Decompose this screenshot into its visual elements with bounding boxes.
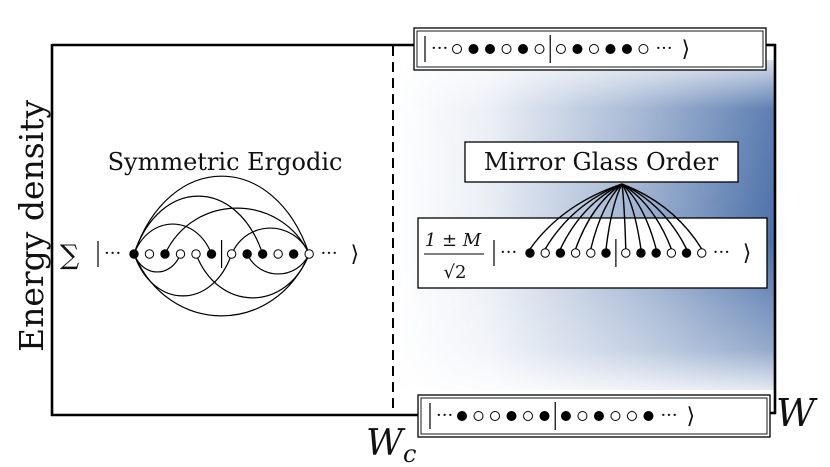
ergodic-site-left-4-open [191,249,201,259]
mirror-glass-fan-line-3 [574,183,623,250]
mirror-glass-fan-line-4 [590,183,623,250]
ergodic-site-right-4-filled [288,249,299,259]
ergodic-site-left-2-filled [160,249,170,259]
ergodic-arc-8 [133,253,182,273]
mirror-glass-site-right-5-open [697,248,707,258]
mirror-glass-site-left-5-filled [601,248,611,258]
mirror-glass-fan-line-1 [544,183,623,250]
ergodic-arc-4 [133,253,233,297]
top-state: ··· ··· ⟩ [413,27,767,71]
coef-numerator: 1 ± M [425,230,482,251]
x-axis-label: W [776,391,818,435]
bottom-state: ··· ··· ⟩ [417,394,771,438]
mirror-glass-fan-line-8 [621,183,657,250]
bottom-state-site-left-0-filled [457,411,467,421]
mirror-glass-site-right-2-filled [651,248,661,258]
top-state-site-right-2-open [588,44,599,54]
mirror-glass-fan-line-7 [621,183,642,250]
mirror-glass-fan-line-2 [559,183,623,250]
bottom-state-site-right-0-filled [560,411,571,421]
bottom-state-ket-close: ⟩ [686,404,695,429]
ergodic-ellipsis-left: ··· [104,243,121,264]
mirror-glass-fan-line-5 [605,183,623,250]
bottom-state-ellipsis-left: ··· [436,405,453,426]
mirror-glass-fan-line-6 [621,183,627,250]
mirror-glass-ellipsis-left: ··· [500,242,517,263]
top-state-site-left-1-filled [468,44,479,54]
ergodic-arc-0 [133,175,310,255]
mirror-glass-title: Mirror Glass Order [484,148,719,176]
top-state-site-right-3-filled [605,44,616,54]
ergodic-arc-5 [195,253,310,299]
ergodic-arc-9 [246,253,310,275]
bottom-state-site-right-4-open [626,411,637,421]
ergodic-arc-2 [133,195,264,255]
mirror-glass-fan-line-0 [529,183,623,250]
ergodic-arc-6 [133,223,213,255]
mirror-glass-site-right-1-filled [636,248,646,258]
mirror-glass-fan-line-9 [621,183,673,250]
bottom-state-site-right-3-open [610,411,621,421]
mirror-glass-site-left-1-open [540,248,550,258]
bottom-state-site-right-5-filled [643,411,654,421]
top-state-ket-close: ⟩ [681,37,690,62]
ergodic-site-left-3-open [175,249,186,259]
bottom-state-site-left-4-open [523,411,533,421]
top-state-site-left-5-open [534,44,545,54]
ergodic-ellipsis-right: ··· [320,243,337,264]
mirror-glass-site-right-4-filled [681,248,692,258]
mirror-glass-site-right-3-open [666,248,677,258]
mirror-glass-ket-close: ⟩ [743,241,752,266]
ergodic-site-left-0-filled [129,249,139,259]
mirror-glass-fan-line-10 [621,183,688,250]
top-state-site-left-3-open [501,44,512,54]
top-state-ellipsis-right: ··· [655,38,672,59]
mirror-glass-fan-line-11 [621,183,703,250]
critical-w-label: Wc [366,423,416,467]
mirror-glass-region: Mirror Glass Order 1 ± M √2 ··· ··· ⟩ [417,141,768,289]
mirror-glass-title-box [464,141,739,183]
ergodic-arc-3 [164,207,310,255]
symmetric-ergodic-region: Symmetric Ergodic ∑ ··· ··· ⟩ [60,148,359,317]
mirror-glass-site-left-0-filled [525,248,535,258]
sum-symbol: ∑ [60,240,79,271]
top-state-site-right-1-filled [572,44,583,54]
mirror-glass-site-left-4-open [586,248,596,258]
bottom-state-ellipsis-right: ··· [660,405,677,426]
top-state-site-right-0-open [555,44,566,54]
ergodic-site-right-5-open [304,249,314,259]
ergodic-site-right-0-open [226,249,237,259]
mirror-glass-site-left-3-open [570,248,581,258]
ergodic-site-left-5-filled [206,249,217,259]
ergodic-site-left-1-open [144,249,155,259]
top-state-site-right-4-filled [621,44,632,54]
bottom-state-site-left-1-open [473,411,484,421]
top-state-site-left-2-filled [485,44,495,54]
ergodic-ket-close: ⟩ [350,242,359,267]
bottom-state-site-right-1-open [577,411,588,421]
top-state-site-left-0-open [452,44,462,54]
bottom-state-site-left-5-filled [539,411,550,421]
ergodic-site-right-3-open [273,249,283,259]
bottom-state-site-left-2-open [490,411,500,421]
top-state-ellipsis-left: ··· [431,38,448,59]
y-axis-label: Energy density [12,99,51,352]
mirror-glass-site-right-0-open [621,248,631,258]
coef-denominator: √2 [444,262,467,283]
mirror-glass-ellipsis-right: ··· [713,242,730,263]
symmetric-ergodic-title: Symmetric Ergodic [108,148,343,176]
ergodic-arc-7 [231,227,310,255]
mirror-glass-site-left-2-filled [555,248,566,258]
ergodic-site-right-2-filled [257,249,268,259]
top-state-site-right-5-open [638,44,649,54]
bottom-state-site-right-2-filled [593,411,604,421]
ergodic-site-right-1-filled [242,249,252,259]
bottom-state-site-left-3-filled [506,411,517,421]
top-state-site-left-4-filled [518,44,528,54]
